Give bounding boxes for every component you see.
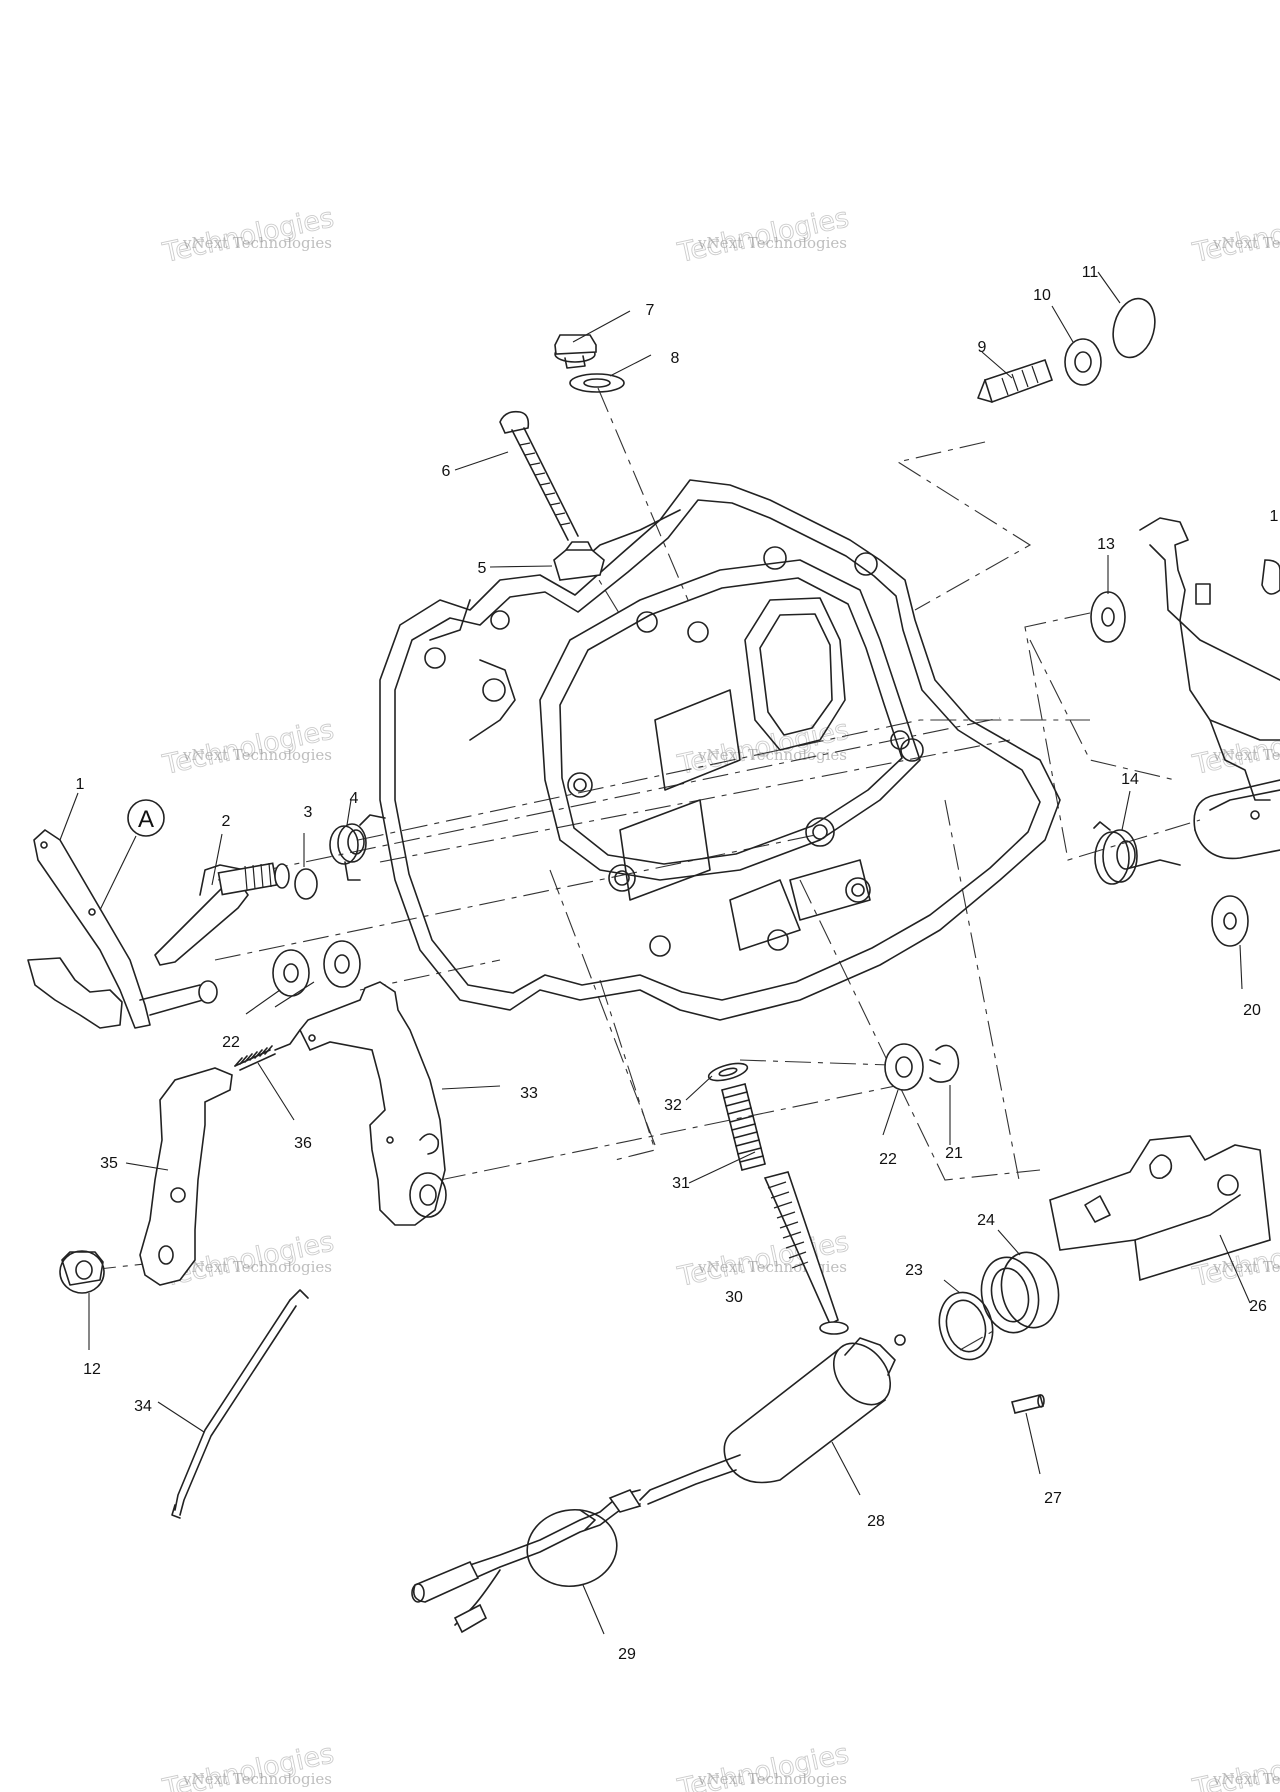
part-6-adjustment-screw bbox=[499, 410, 579, 541]
part-29-wire-harness bbox=[411, 1489, 642, 1634]
callout-5: 5 bbox=[478, 560, 487, 577]
reference-marker-a: A bbox=[127, 799, 165, 837]
part-12-flange-nut bbox=[59, 1250, 105, 1294]
watermark: Technologies vNext Technologies bbox=[1189, 714, 1280, 781]
part-5-nut bbox=[489, 541, 605, 581]
svg-text:vNext Technologies: vNext Technologies bbox=[697, 1770, 847, 1788]
callout-13: 13 bbox=[1097, 536, 1115, 553]
svg-text:vNext Technologies: vNext Technologies bbox=[1212, 1258, 1280, 1276]
callout-32: 32 bbox=[664, 1097, 682, 1114]
part-32-washer bbox=[707, 1062, 749, 1082]
svg-text:vNext Technologies: vNext Technologies bbox=[182, 1770, 332, 1788]
callout-23: 23 bbox=[905, 1262, 923, 1279]
part-36-extension-spring bbox=[234, 1029, 301, 1071]
callout-31: 31 bbox=[672, 1175, 690, 1192]
part-8-sealing-washer bbox=[569, 373, 625, 393]
part-35-throttle-arm bbox=[139, 1067, 233, 1286]
part-31-spring bbox=[721, 1083, 766, 1171]
part-34-link-rod bbox=[171, 1289, 309, 1519]
watermarks: Technologies vNext Technologies Technolo… bbox=[159, 202, 1280, 1792]
part-24-grommet bbox=[980, 1251, 1060, 1334]
crankcase-cover bbox=[379, 479, 1061, 1021]
svg-text:vNext Technologies: vNext Technologies bbox=[182, 234, 332, 252]
part-28-ignition-coil bbox=[639, 1334, 906, 1505]
callout-22-left: 22 bbox=[222, 1034, 240, 1051]
watermark: Technologies vNext Technologies bbox=[674, 202, 852, 269]
callout-34: 34 bbox=[134, 1398, 152, 1415]
callout-8: 8 bbox=[671, 350, 680, 367]
part-2-shift-shaft bbox=[154, 862, 290, 966]
callout-36: 36 bbox=[294, 1135, 312, 1152]
callout-21: 21 bbox=[945, 1145, 963, 1162]
part-33-link-arm bbox=[299, 981, 447, 1226]
svg-text:vNext Technologies: vNext Technologies bbox=[182, 746, 332, 764]
part-1-shift-lever bbox=[27, 829, 218, 1029]
svg-text:vNext Technologies: vNext Technologies bbox=[1212, 746, 1280, 764]
callout-27: 27 bbox=[1044, 1490, 1062, 1507]
callout-labels: 1 2 3 4 5 6 7 8 9 10 11 12 13 14 1 20 21… bbox=[76, 264, 1279, 1663]
callout-33: 33 bbox=[520, 1085, 538, 1102]
svg-text:vNext Technologies: vNext Technologies bbox=[697, 234, 847, 252]
watermark: Technologies vNext Technologies bbox=[674, 1738, 852, 1792]
watermark: Technologies vNext Technologies bbox=[674, 714, 852, 781]
callout-26: 26 bbox=[1249, 1298, 1267, 1315]
reference-letter: A bbox=[138, 806, 154, 833]
svg-text:vNext Technologies: vNext Technologies bbox=[1212, 1770, 1280, 1788]
callout-29: 29 bbox=[618, 1646, 636, 1663]
callout-4: 4 bbox=[350, 790, 359, 807]
part-27-pin bbox=[1011, 1394, 1045, 1414]
svg-text:vNext Technologies: vNext Technologies bbox=[697, 1258, 847, 1276]
part-23-seal-ring bbox=[938, 1291, 994, 1361]
part-14-torsion-spring bbox=[1093, 821, 1181, 885]
callout-7: 7 bbox=[646, 302, 655, 319]
part-30-rod bbox=[763, 1171, 849, 1335]
part-21-e-clip bbox=[929, 1044, 960, 1083]
callout-14: 14 bbox=[1121, 771, 1139, 788]
part-20-washer bbox=[1211, 895, 1249, 947]
right-lever-bracket bbox=[1139, 517, 1280, 860]
callout-9: 9 bbox=[978, 339, 987, 356]
part-7-drain-plug bbox=[554, 334, 597, 369]
watermark: Technologies vNext Technologies bbox=[159, 202, 337, 269]
part-4-torsion-spring bbox=[329, 814, 386, 881]
part-22-washers bbox=[272, 940, 924, 1091]
watermark: Technologies vNext Technologies bbox=[1189, 202, 1280, 269]
watermark: Technologies vNext Technologies bbox=[1189, 1738, 1280, 1792]
svg-text:vNext Technologies: vNext Technologies bbox=[182, 1258, 332, 1276]
callout-2: 2 bbox=[222, 813, 231, 830]
callout-1: 1 bbox=[76, 776, 85, 793]
callout-35: 35 bbox=[100, 1155, 118, 1172]
callout-28: 28 bbox=[867, 1513, 885, 1530]
svg-text:vNext Technologies: vNext Technologies bbox=[1212, 234, 1280, 252]
callout-24: 24 bbox=[977, 1212, 995, 1229]
callout-3: 3 bbox=[304, 804, 313, 821]
callout-12: 12 bbox=[83, 1361, 101, 1378]
part-3-o-ring bbox=[294, 868, 318, 900]
assembly-centerlines bbox=[89, 387, 1201, 1351]
part-26-mounting-bracket bbox=[1049, 1135, 1271, 1282]
part-11-cap bbox=[1112, 297, 1156, 359]
callout-15-partial: 1 bbox=[1270, 508, 1279, 525]
callout-11: 11 bbox=[1082, 264, 1099, 281]
leader-lines bbox=[59, 271, 1251, 1635]
callout-30: 30 bbox=[725, 1289, 743, 1306]
watermark: Technologies vNext Technologies bbox=[159, 714, 337, 781]
svg-text:vNext Technologies: vNext Technologies bbox=[697, 746, 847, 764]
callout-10: 10 bbox=[1033, 287, 1051, 304]
part-10-nut bbox=[1064, 338, 1102, 386]
callout-22-right: 22 bbox=[879, 1151, 897, 1168]
part-9-stud bbox=[977, 358, 1054, 404]
callout-20: 20 bbox=[1243, 1002, 1261, 1019]
callout-6: 6 bbox=[442, 463, 451, 480]
watermark: Technologies vNext Technologies bbox=[159, 1738, 337, 1792]
part-13-washer bbox=[1090, 591, 1126, 643]
